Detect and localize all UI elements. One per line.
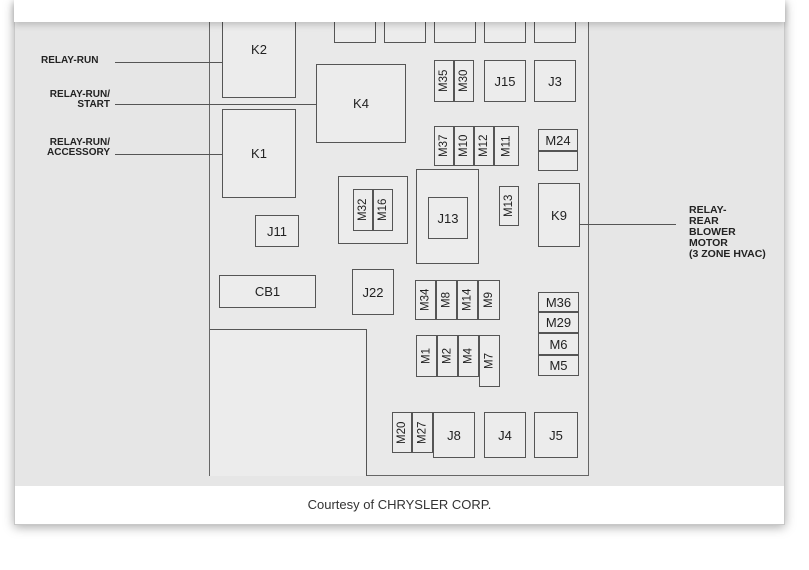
fuse-m36: M36 <box>538 292 579 312</box>
leader-relay-run-accessory <box>115 154 222 155</box>
fuse-j8: J8 <box>433 412 475 458</box>
leader-rear-blower <box>580 224 676 225</box>
label-relay-run-accessory: RELAY-RUN/ ACCESSORY <box>33 138 110 158</box>
fuse-m35: M35 <box>434 60 454 102</box>
fuse-m20: M20 <box>392 412 412 453</box>
fuse-j5: J5 <box>534 412 578 458</box>
relay-k4: K4 <box>316 64 406 143</box>
label-relay-run-start: RELAY-RUN/ START <box>37 90 110 110</box>
leader-relay-run-start <box>115 104 316 105</box>
fuse-m9: M9 <box>478 280 500 320</box>
fuse-m5: M5 <box>538 355 579 376</box>
label-rear-blower-relay: RELAY- REAR BLOWER MOTOR (3 ZONE HVAC) <box>689 205 766 260</box>
fuse-box-diagram: J6 J14 J2 J19 J1 K2 K4 K1 K9 M35 M30 J15… <box>15 1 784 486</box>
label-rear-blower-line1: RELAY- <box>689 204 727 216</box>
fuse-m16: M16 <box>373 189 393 231</box>
top-edge-shadow <box>14 0 785 22</box>
fuse-m11: M11 <box>494 126 519 166</box>
fuse-m1: M1 <box>416 335 437 377</box>
label-relay-run-accessory-line1: RELAY-RUN/ <box>49 137 110 148</box>
figure-caption: Courtesy of CHRYSLER CORP. <box>15 486 784 524</box>
label-rear-blower-line4: MOTOR <box>689 237 728 249</box>
leader-relay-run <box>115 62 222 63</box>
fuse-m37: M37 <box>434 126 454 166</box>
fuse-j13: J13 <box>428 197 468 239</box>
label-rear-blower-line5: (3 ZONE HVAC) <box>689 248 766 260</box>
fuse-m32: M32 <box>353 189 373 231</box>
large-bottom-block <box>210 329 367 476</box>
fuse-j4: J4 <box>484 412 526 458</box>
fuse-m27: M27 <box>412 412 433 453</box>
fuse-j3: J3 <box>534 60 576 102</box>
fuse-m24: M24 <box>538 129 578 151</box>
fuse-m8: M8 <box>436 280 457 320</box>
relay-k9: K9 <box>538 183 580 247</box>
fuse-m14: M14 <box>457 280 478 320</box>
label-rear-blower-line2: REAR <box>689 215 719 227</box>
label-rear-blower-line3: BLOWER <box>689 226 736 238</box>
fuse-m7: M7 <box>479 335 500 387</box>
label-relay-run-accessory-line2: ACCESSORY <box>47 147 110 158</box>
fuse-m10: M10 <box>454 126 474 166</box>
fuse-j11: J11 <box>255 215 299 247</box>
fuse-m2: M2 <box>437 335 458 377</box>
fuse-m13: M13 <box>499 186 519 226</box>
breaker-cb1: CB1 <box>219 275 316 308</box>
fuse-m30: M30 <box>454 60 474 102</box>
fuse-j22: J22 <box>352 269 394 315</box>
fuse-m29: M29 <box>538 312 579 333</box>
fuse-m6: M6 <box>538 333 579 355</box>
fuse-m24-base <box>538 151 578 171</box>
fuse-m4: M4 <box>458 335 479 377</box>
label-relay-run: RELAY-RUN <box>41 55 99 66</box>
relay-k1: K1 <box>222 109 296 198</box>
label-relay-run-start-line2: START <box>77 99 110 110</box>
fuse-j15: J15 <box>484 60 526 102</box>
label-relay-run-start-line1: RELAY-RUN/ <box>49 89 110 100</box>
fuse-m12: M12 <box>474 126 494 166</box>
figure-card: J6 J14 J2 J19 J1 K2 K4 K1 K9 M35 M30 J15… <box>14 0 785 525</box>
fuse-m34: M34 <box>415 280 436 320</box>
